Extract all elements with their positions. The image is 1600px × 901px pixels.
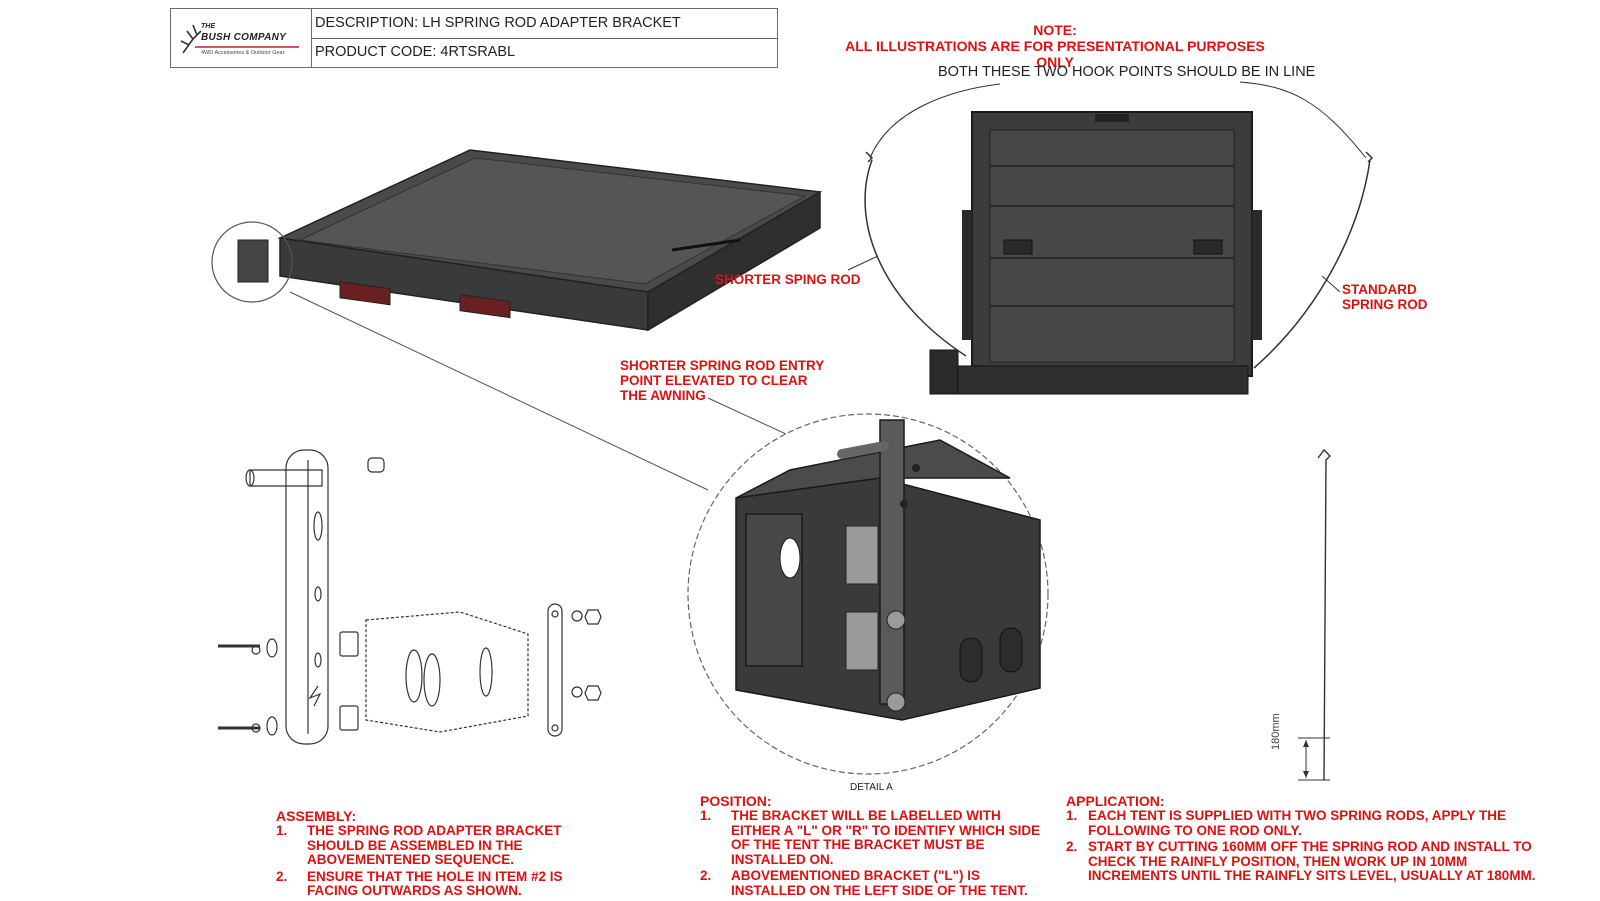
- note-block: NOTE: ALL ILLUSTRATIONS ARE FOR PRESENTA…: [830, 22, 1280, 70]
- assembly-list: 1.THE SPRING ROD ADAPTER BRACKET SHOULD …: [276, 823, 606, 899]
- company-logo: THE BUSH COMPANY 4WD Accessories & Outdo…: [171, 9, 312, 67]
- logo-sub: 4WD Accessories & Outdoor Gear: [201, 50, 285, 56]
- detail-a-label: DETAIL A: [850, 782, 893, 793]
- title-block: THE BUSH COMPANY 4WD Accessories & Outdo…: [170, 8, 778, 68]
- application-section: APPLICATION: 1.EACH TENT IS SUPPLIED WIT…: [1066, 793, 1556, 886]
- position-list: 1.THE BRACKET WILL BE LABELLED WITH EITH…: [700, 808, 1052, 898]
- assembly-item: 1.THE SPRING ROD ADAPTER BRACKET SHOULD …: [276, 823, 562, 867]
- position-section: POSITION: 1.THE BRACKET WILL BE LABELLED…: [700, 793, 1052, 900]
- antler-logo-icon: [180, 24, 299, 54]
- entry-point-line1: SHORTER SPRING ROD ENTRY: [620, 358, 825, 373]
- note-text: ALL ILLUSTRATIONS ARE FOR PRESENTATIONAL…: [845, 38, 1265, 70]
- entry-point-line2: POINT ELEVATED TO CLEAR: [620, 373, 808, 388]
- application-item: 2.START BY CUTTING 160MM OFF THE SPRING …: [1066, 839, 1536, 883]
- entry-point-line3: THE AWNING: [620, 388, 706, 403]
- standard-rod-line2: SPRING ROD: [1342, 297, 1428, 312]
- standard-rod-line1: STANDARD: [1342, 282, 1417, 297]
- description-field: DESCRIPTION: LH SPRING ROD ADAPTER BRACK…: [312, 9, 777, 39]
- logo-the: THE: [201, 23, 215, 30]
- logo-main: BUSH COMPANY: [201, 32, 287, 43]
- position-heading: POSITION:: [700, 793, 772, 809]
- shorter-rod-callout: SHORTER SPING ROD: [715, 272, 861, 287]
- assembly-item: 2.ENSURE THAT THE HOLE IN ITEM #2 IS FAC…: [276, 868, 563, 898]
- product-code-field: PRODUCT CODE: 4RTSRABL: [315, 44, 516, 60]
- position-item: 2.ABOVEMENTIONED BRACKET ("L") IS INSTAL…: [700, 868, 1028, 898]
- application-list: 1.EACH TENT IS SUPPLIED WITH TWO SPRING …: [1066, 808, 1556, 884]
- dimension-180mm: 180mm: [1270, 713, 1282, 750]
- assembly-heading: ASSEMBLY:: [276, 808, 357, 824]
- position-item: 1.THE BRACKET WILL BE LABELLED WITH EITH…: [700, 808, 1041, 867]
- standard-rod-callout: STANDARD SPRING ROD: [1342, 282, 1428, 312]
- application-item: 1.EACH TENT IS SUPPLIED WITH TWO SPRING …: [1066, 808, 1507, 838]
- application-heading: APPLICATION:: [1066, 793, 1165, 809]
- assembly-section: ASSEMBLY: 1.THE SPRING ROD ADAPTER BRACK…: [276, 808, 606, 901]
- entry-point-callout: SHORTER SPRING ROD ENTRY POINT ELEVATED …: [620, 358, 824, 403]
- note-heading: NOTE:: [1033, 22, 1077, 38]
- hook-points-callout: BOTH THESE TWO HOOK POINTS SHOULD BE IN …: [938, 64, 1316, 80]
